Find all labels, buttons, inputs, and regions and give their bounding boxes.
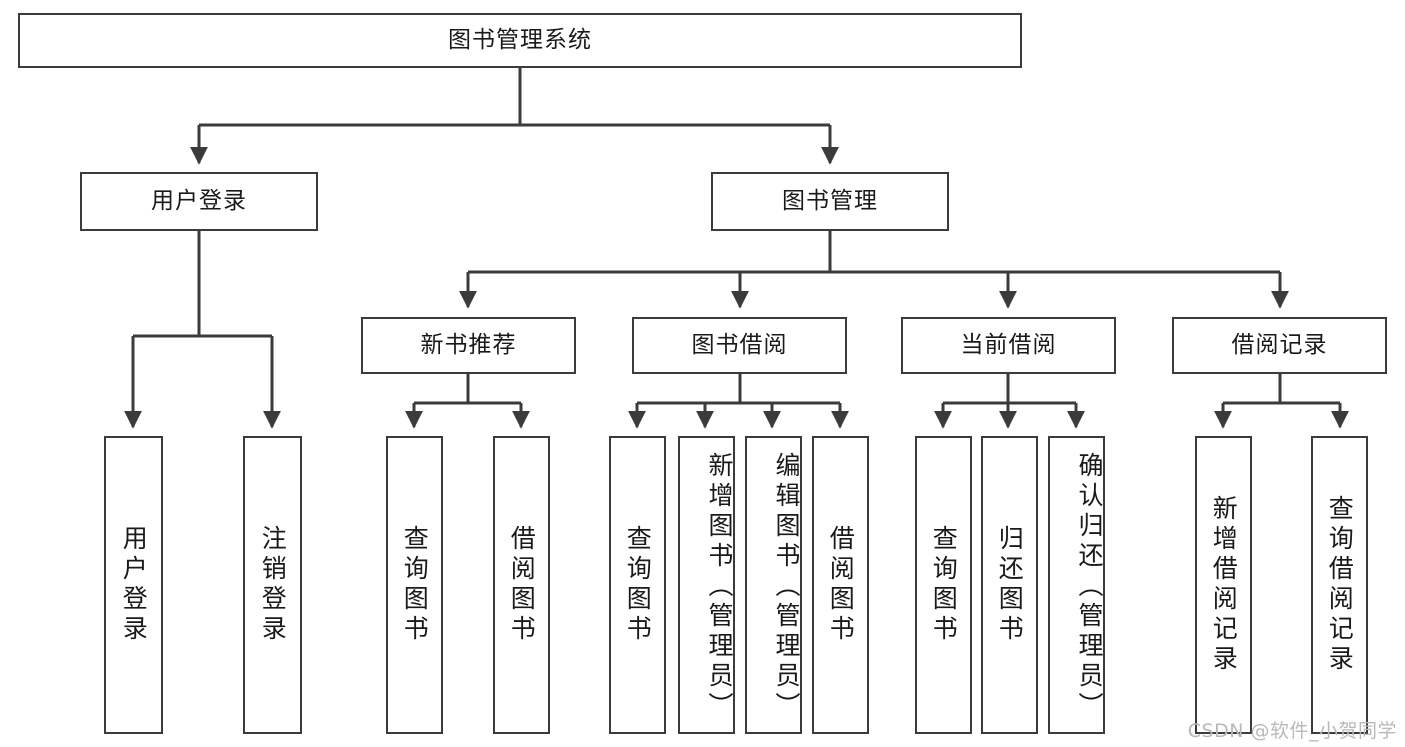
leaf-user-logout[interactable]: 注销登录 [243, 436, 302, 734]
node-borrow-record-label: 借阅记录 [1231, 331, 1328, 358]
node-current-borrow-label: 当前借阅 [960, 331, 1057, 358]
node-new-book-recommend[interactable]: 新书推荐 [361, 317, 576, 374]
leaf-return-book-label: 归还图书 [995, 525, 1025, 645]
node-root-label: 图书管理系统 [448, 26, 592, 53]
node-user-login-label: 用户登录 [151, 187, 247, 214]
leaf-query-book-3[interactable]: 查询图书 [915, 436, 972, 734]
leaf-edit-book-label: 编辑图书（管理员） [772, 452, 801, 722]
leaf-user-logout-label: 注销登录 [258, 525, 288, 645]
node-book-manage-label: 图书管理 [782, 187, 878, 214]
node-book-borrow-label: 图书借阅 [691, 331, 788, 358]
leaf-borrow-book-2-label: 借阅图书 [826, 525, 856, 645]
node-user-login[interactable]: 用户登录 [80, 172, 318, 231]
leaf-query-book-2[interactable]: 查询图书 [609, 436, 666, 734]
leaf-confirm-return-label: 确认归还（管理员） [1075, 452, 1104, 722]
leaf-edit-book[interactable]: 编辑图书（管理员） [745, 436, 802, 734]
leaf-query-book-1-label: 查询图书 [400, 525, 430, 645]
node-book-manage[interactable]: 图书管理 [711, 172, 949, 231]
leaf-query-book-1[interactable]: 查询图书 [386, 436, 443, 734]
node-new-book-recommend-label: 新书推荐 [420, 331, 517, 358]
leaf-borrow-book-1-label: 借阅图书 [507, 525, 537, 645]
leaf-user-login[interactable]: 用户登录 [104, 436, 163, 734]
leaf-confirm-return[interactable]: 确认归还（管理员） [1048, 436, 1105, 734]
leaf-query-book-2-label: 查询图书 [623, 525, 653, 645]
leaf-return-book[interactable]: 归还图书 [981, 436, 1038, 734]
node-borrow-record[interactable]: 借阅记录 [1172, 317, 1387, 374]
leaf-user-login-label: 用户登录 [119, 525, 149, 645]
leaf-add-record[interactable]: 新增借阅记录 [1195, 436, 1252, 734]
node-root[interactable]: 图书管理系统 [18, 13, 1022, 68]
node-current-borrow[interactable]: 当前借阅 [901, 317, 1116, 374]
leaf-borrow-book-1[interactable]: 借阅图书 [493, 436, 550, 734]
leaf-query-record-label: 查询借阅记录 [1325, 495, 1355, 675]
leaf-query-record[interactable]: 查询借阅记录 [1311, 436, 1368, 734]
leaf-add-record-label: 新增借阅记录 [1209, 495, 1239, 675]
watermark: CSDN @软件_小贺同学 [1187, 720, 1397, 742]
leaf-add-book[interactable]: 新增图书（管理员） [678, 436, 735, 734]
leaf-query-book-3-label: 查询图书 [929, 525, 959, 645]
leaf-add-book-label: 新增图书（管理员） [705, 452, 734, 722]
node-book-borrow[interactable]: 图书借阅 [632, 317, 847, 374]
leaf-borrow-book-2[interactable]: 借阅图书 [812, 436, 869, 734]
